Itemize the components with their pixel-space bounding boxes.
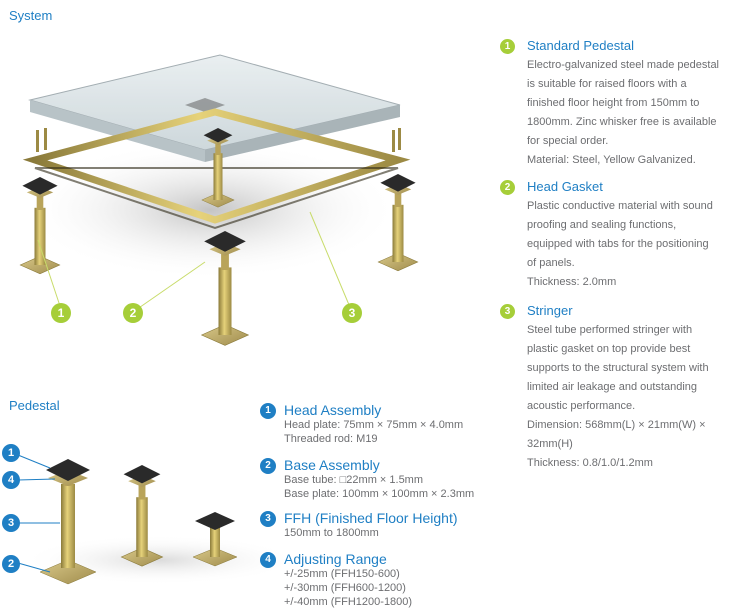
feature-number-badge: 3 (500, 304, 515, 319)
pedestal-callout-4: 4 (2, 471, 20, 489)
spec-number-badge: 3 (260, 511, 276, 527)
spec-details: 150mm to 1800mm (284, 527, 379, 539)
spec-details: Head plate: 75mm × 75mm × 4.0mm Threaded… (284, 419, 464, 445)
feature-head-gasket: 2 Head Gasket Plastic conductive materia… (500, 179, 735, 292)
pedestal-callout-2: 2 (2, 555, 20, 573)
system-callout-1: 1 (51, 303, 71, 323)
spec-details: +/-25mm (FFH150-600) +/-30mm (FFH600-120… (284, 568, 413, 608)
feature-description: Electro-galvanized steel made pedestal i… (527, 59, 720, 166)
feature-title: Stringer (527, 303, 573, 318)
spec-details: Base tube: □22mm × 1.5mm Base plate: 100… (284, 474, 475, 500)
pedestal-heading: Pedestal (9, 398, 60, 413)
system-heading: System (9, 8, 53, 23)
spec-number-badge: 2 (260, 458, 276, 474)
system-callout-3: 3 (342, 303, 362, 323)
feature-number-badge: 1 (500, 39, 515, 54)
spec-head-assembly: 1 Head Assembly Head plate: 75mm × 75mm … (260, 402, 530, 446)
spec-number-badge: 4 (260, 552, 276, 568)
feature-description: Plastic conductive material with sound p… (527, 200, 713, 288)
spec-title: Head Assembly (284, 402, 382, 418)
system-callout-2: 2 (123, 303, 143, 323)
spec-number-badge: 1 (260, 403, 276, 419)
spec-adjusting-range: 4 Adjusting Range +/-25mm (FFH150-600) +… (260, 551, 530, 609)
feature-title: Head Gasket (527, 179, 603, 194)
feature-standard-pedestal: 1 Standard Pedestal Electro-galvanized s… (500, 38, 735, 170)
feature-description: Steel tube performed stringer with plast… (527, 324, 709, 469)
spec-title: Base Assembly (284, 457, 380, 473)
pedestal-callout-3: 3 (2, 514, 20, 532)
feature-stringer: 3 Stringer Steel tube performed stringer… (500, 303, 735, 473)
spec-title: FFH (Finished Floor Height) (284, 510, 458, 526)
spec-title: Adjusting Range (284, 551, 387, 567)
feature-number-badge: 2 (500, 180, 515, 195)
spec-ffh: 3 FFH (Finished Floor Height) 150mm to 1… (260, 510, 530, 540)
spec-base-assembly: 2 Base Assembly Base tube: □22mm × 1.5mm… (260, 457, 530, 501)
feature-title: Standard Pedestal (527, 38, 634, 53)
pedestal-callout-1: 1 (2, 444, 20, 462)
